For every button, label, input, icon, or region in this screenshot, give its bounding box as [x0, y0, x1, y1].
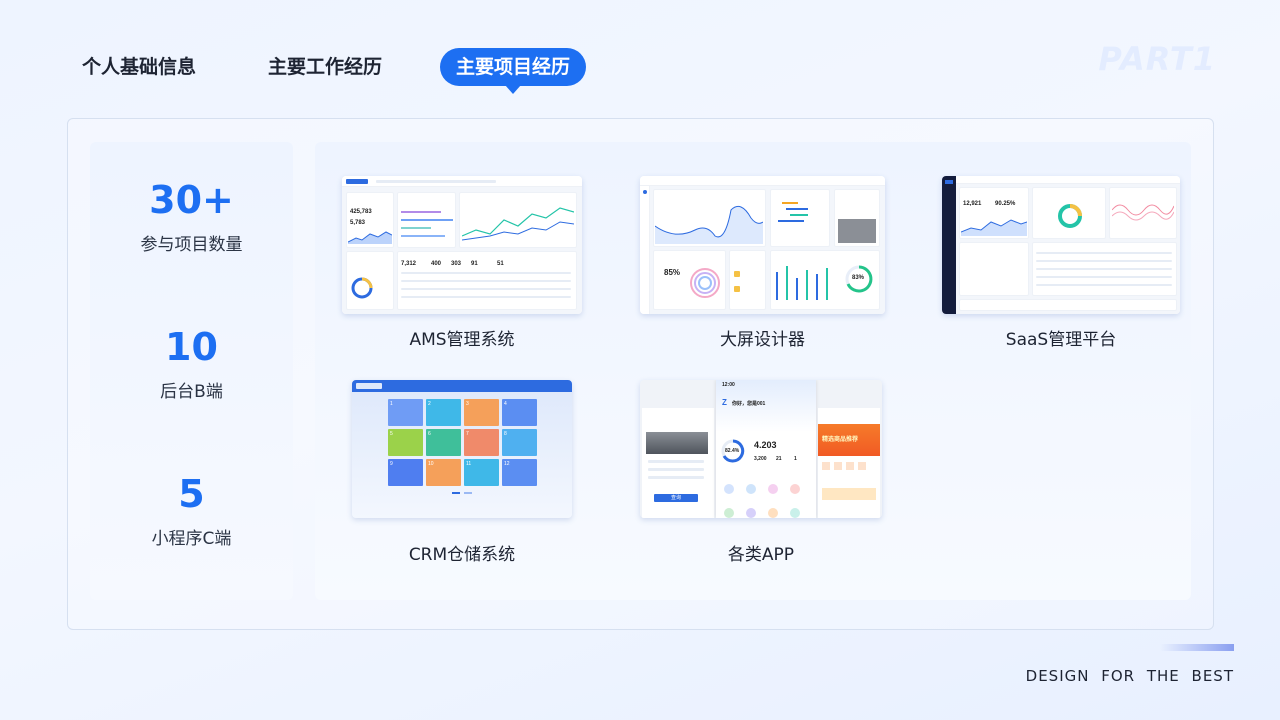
screen-pct: 85%: [664, 268, 681, 277]
crm-tile[interactable]: 10: [426, 459, 461, 486]
crm-tile[interactable]: 6: [426, 429, 461, 456]
tab-work-experience[interactable]: 主要工作经历: [268, 56, 383, 78]
ams-metric-6: 91: [471, 261, 478, 267]
app-sub-3: 1: [794, 456, 797, 462]
crm-tile[interactable]: 9: [388, 459, 423, 486]
ams-metric-1: 425,783: [350, 209, 372, 215]
main-frame: 30+ 参与项目数量 10 后台B端 5 小程序C端 425,783 5,783: [67, 118, 1214, 630]
project-caption: AMS管理系统: [409, 330, 515, 350]
stat-label: 参与项目数量: [140, 235, 243, 255]
saas-metric-1: 12,921: [963, 201, 982, 207]
screen-designer-screenshot[interactable]: 85% 83%: [640, 176, 885, 314]
stat-label: 后台B端: [160, 382, 223, 402]
saas-metric-2: 90.25%: [995, 201, 1016, 207]
crm-tile[interactable]: 4: [502, 399, 537, 426]
section-tabs: 个人基础信息 主要工作经历 主要项目经历: [68, 48, 587, 94]
crm-tile[interactable]: 5: [388, 429, 423, 456]
tab-personal-info[interactable]: 个人基础信息: [82, 56, 197, 78]
stat-value: 30+: [149, 178, 234, 222]
app-total: 4.203: [754, 440, 777, 450]
ams-screenshot[interactable]: 425,783 5,783 7,312 400 303 91 51: [342, 176, 582, 314]
crm-tile[interactable]: 1: [388, 399, 423, 426]
saas-screenshot[interactable]: 12,921 90.25%: [942, 176, 1180, 314]
ams-metric-7: 51: [497, 261, 504, 267]
project-caption: SaaS管理平台: [1005, 330, 1117, 350]
project-caption: CRM仓储系统: [408, 545, 516, 565]
project-saas[interactable]: 12,921 90.25% SaaS管理平台: [942, 176, 1180, 351]
crm-tile[interactable]: 3: [464, 399, 499, 426]
ams-metric-5: 303: [451, 261, 462, 267]
app-promo: 精选商品推荐: [822, 437, 859, 443]
project-apps[interactable]: 查询 12:00 Z 你好，您是001 82.4% 4.203 3,200 21…: [640, 380, 882, 565]
apps-screenshot[interactable]: 查询 12:00 Z 你好，您是001 82.4% 4.203 3,200 21…: [640, 380, 882, 518]
part-label: PART1: [1098, 40, 1216, 78]
crm-tile[interactable]: 12: [502, 459, 537, 486]
ams-metric-4: 400: [431, 261, 442, 267]
stat-projects: 30+ 参与项目数量: [90, 178, 293, 255]
ams-metric-3: 7,312: [401, 261, 417, 267]
project-caption: 大屏设计器: [720, 330, 805, 350]
project-ams[interactable]: 425,783 5,783 7,312 400 303 91 51: [342, 176, 582, 351]
crm-tile[interactable]: 7: [464, 429, 499, 456]
crm-tile[interactable]: 11: [464, 459, 499, 486]
tab-project-experience[interactable]: 主要项目经历: [440, 48, 587, 94]
ams-metric-2: 5,783: [350, 220, 366, 226]
stat-value: 10: [165, 325, 218, 369]
crm-tile[interactable]: 8: [502, 429, 537, 456]
projects-panel: 425,783 5,783 7,312 400 303 91 51: [315, 142, 1191, 600]
crm-tile[interactable]: 2: [426, 399, 461, 426]
stat-backend: 10 后台B端: [90, 325, 293, 402]
project-caption: 各类APP: [727, 545, 795, 565]
screen-ring: 83%: [852, 275, 865, 281]
stats-panel: 30+ 参与项目数量 10 后台B端 5 小程序C端: [90, 142, 293, 600]
project-screen-designer[interactable]: 85% 83% 大屏设计器: [640, 176, 885, 351]
footer-accent-bar: [1160, 644, 1234, 651]
stat-value: 5: [178, 472, 205, 516]
app-pct: 82.4%: [725, 448, 740, 454]
stat-label: 小程序C端: [151, 529, 232, 549]
app-sub-1: 3,200: [754, 456, 767, 462]
stat-miniprogram: 5 小程序C端: [90, 472, 293, 549]
app-time: 12:00: [722, 382, 735, 388]
footer-slogan: DESIGN FOR THE BEST: [1025, 667, 1234, 685]
app-greeting: 你好，您是001: [732, 401, 766, 407]
app-query-button[interactable]: 查询: [654, 494, 698, 502]
app-sub-2: 21: [776, 456, 782, 462]
